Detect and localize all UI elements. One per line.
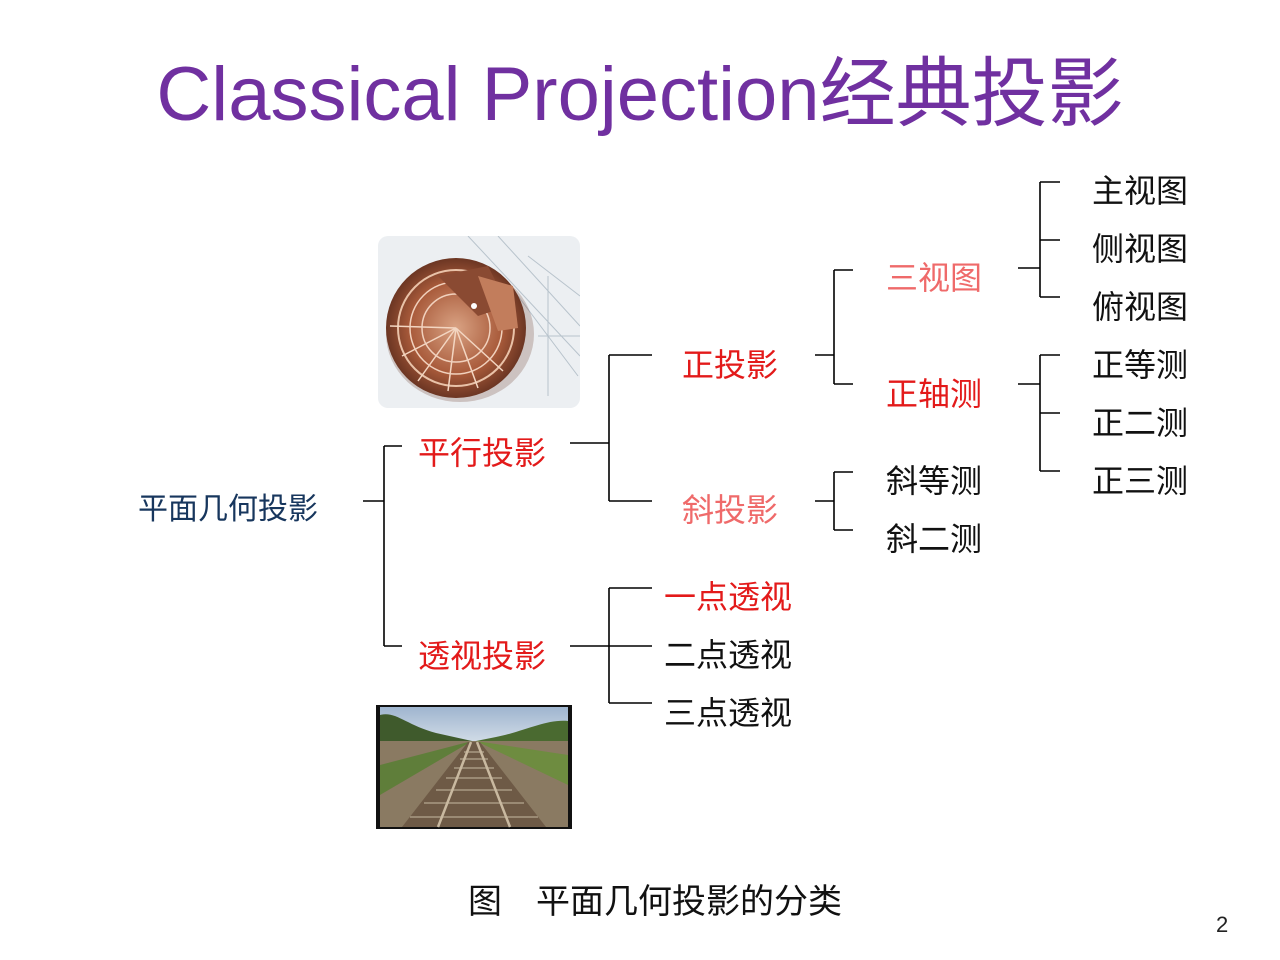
figure-caption: 图 平面几何投影的分类: [468, 882, 842, 922]
node-one-point-perspective: 一点透视: [664, 578, 793, 616]
slide-title: Classical Projection经典投影: [156, 52, 1124, 137]
node-front-view: 主视图: [1092, 172, 1189, 210]
node-three-view: 三视图: [886, 259, 983, 297]
node-plane-geometric-projection: 平面几何投影: [138, 492, 318, 527]
node-two-point-perspective: 二点透视: [664, 636, 793, 674]
node-side-view: 侧视图: [1092, 230, 1189, 268]
architecture-model-image: [378, 236, 580, 408]
page-number: 2: [1216, 912, 1229, 937]
node-dimetric: 正二测: [1092, 404, 1189, 442]
node-trimetric: 正三测: [1092, 462, 1189, 500]
node-three-point-perspective: 三点透视: [664, 694, 793, 732]
node-cabinet: 斜二测: [886, 520, 983, 558]
node-parallel-projection: 平行投影: [418, 434, 547, 472]
node-cavalier: 斜等测: [886, 462, 983, 500]
node-isometric: 正等测: [1092, 346, 1189, 384]
node-perspective-projection: 透视投影: [418, 637, 547, 675]
railway-track-image: [376, 705, 572, 829]
node-oblique-projection: 斜投影: [682, 491, 779, 529]
node-axonometric: 正轴测: [886, 375, 983, 413]
node-top-view: 俯视图: [1092, 288, 1189, 326]
node-orthographic-projection: 正投影: [682, 346, 779, 384]
